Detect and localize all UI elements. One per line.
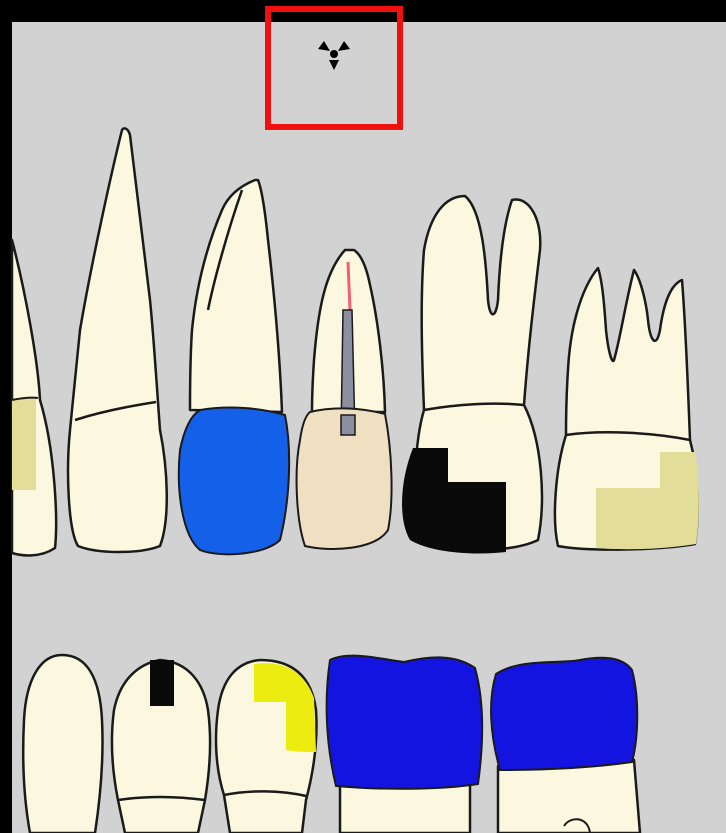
upper-canine[interactable] <box>179 180 289 554</box>
lower-incisor[interactable] <box>23 655 102 833</box>
lower-premolar[interactable] <box>216 660 317 833</box>
lower-canine[interactable] <box>112 660 210 833</box>
upper-premolar-rct[interactable] <box>297 250 392 549</box>
upper-premolar-amalgam[interactable] <box>402 196 542 554</box>
upper-edge-tooth[interactable] <box>12 240 56 555</box>
lower-molar-2[interactable] <box>491 658 640 833</box>
upper-incisor[interactable] <box>68 128 167 552</box>
lower-molar-1[interactable] <box>327 656 483 833</box>
upper-molar[interactable] <box>555 268 699 550</box>
